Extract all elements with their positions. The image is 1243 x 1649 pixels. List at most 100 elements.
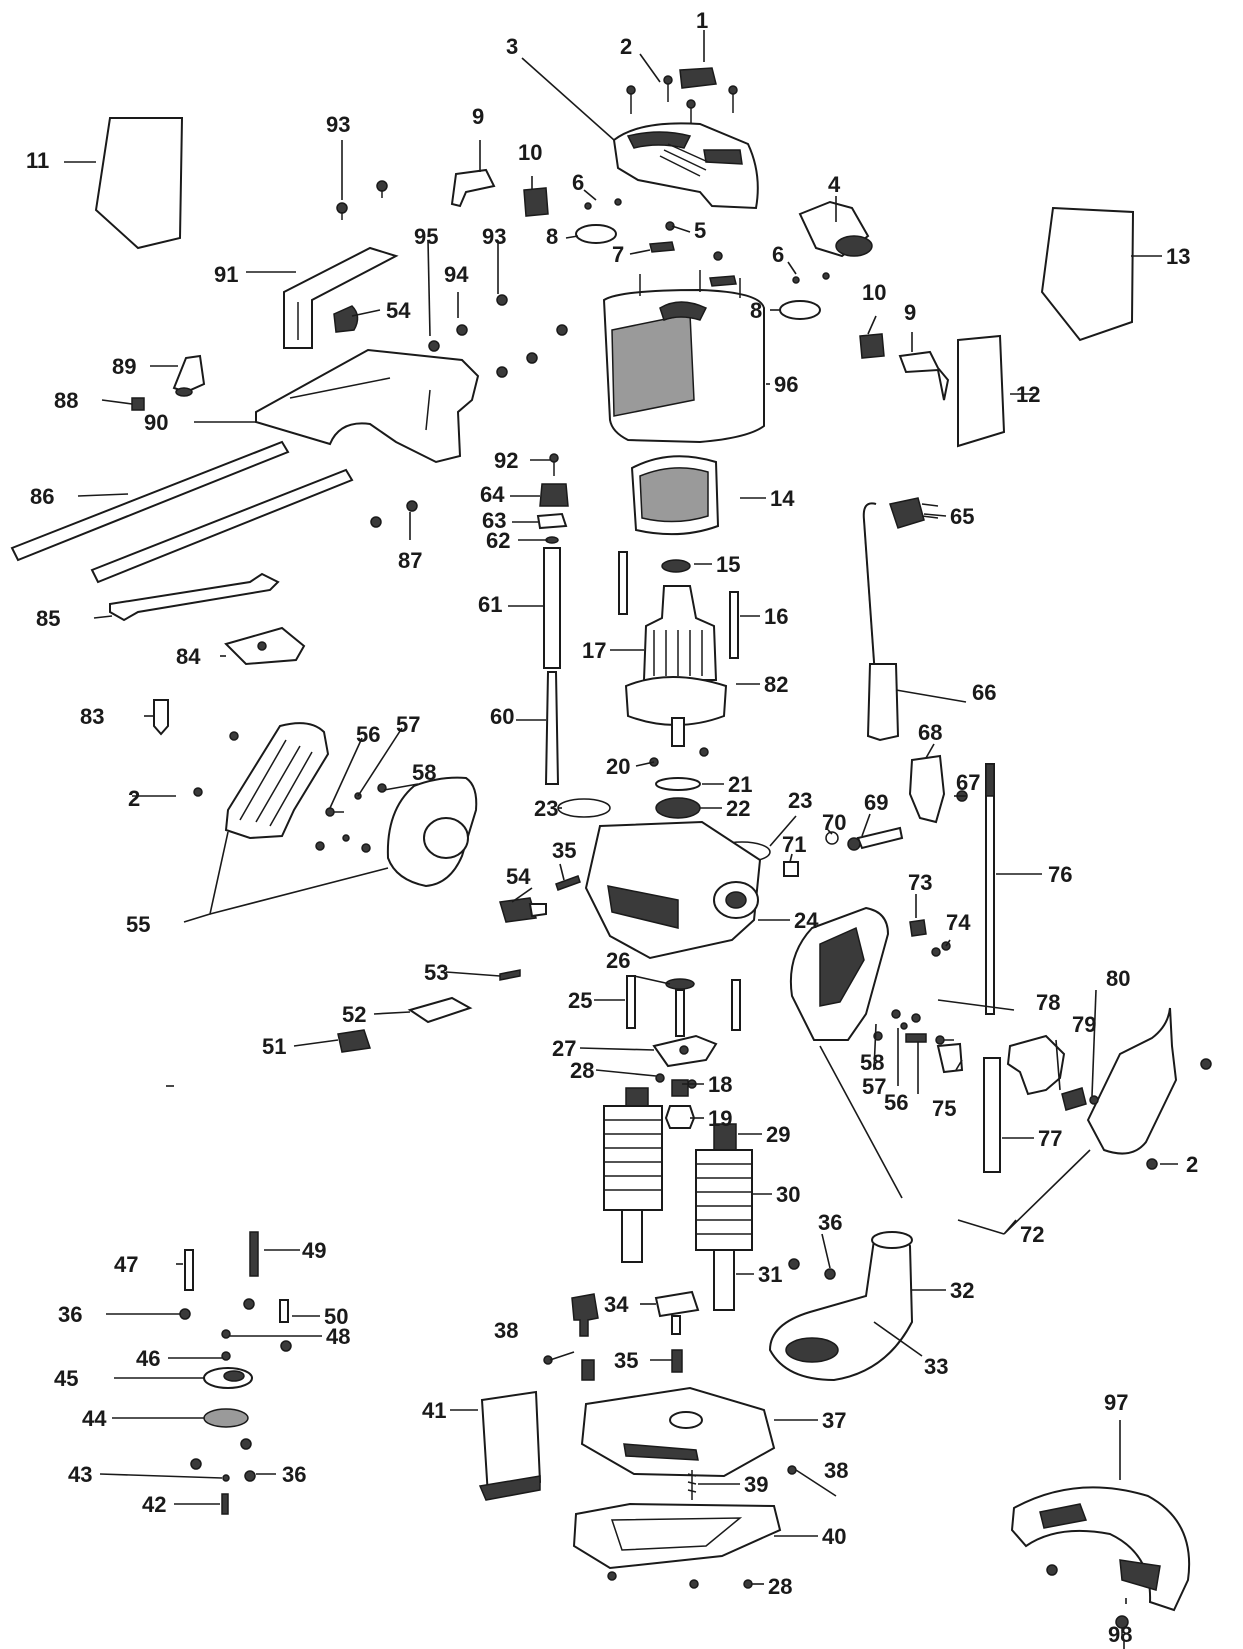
callout-36-left: 36: [58, 1302, 82, 1327]
part-clamp-63: [536, 512, 568, 530]
callout-16: 16: [764, 604, 788, 629]
callout-29: 29: [766, 1122, 790, 1147]
callout-25: 25: [568, 988, 592, 1013]
callout-51: 51: [262, 1034, 286, 1059]
callout-46: 46: [136, 1346, 160, 1371]
callout-12: 12: [1016, 382, 1040, 407]
callout-83: 83: [80, 704, 104, 729]
part-shield-13: [1040, 206, 1135, 342]
callout-47: 47: [114, 1252, 138, 1277]
callout-55: 55: [126, 912, 150, 937]
callout-74: 74: [946, 910, 971, 935]
callout-57-right: 57: [862, 1074, 886, 1099]
callout-27: 27: [552, 1036, 576, 1061]
part-drawings: [10, 67, 1212, 1638]
part-spring-left: [603, 1087, 663, 1263]
part-spring-49: [249, 1231, 259, 1277]
part-column-31: [713, 1249, 735, 1311]
part-chip-shield-97: [1010, 1486, 1191, 1612]
callout-5: 5: [694, 218, 706, 243]
part-disc-44: [203, 1408, 249, 1428]
part-nut-71: [783, 861, 799, 877]
callout-9-left: 9: [472, 104, 484, 129]
callout-44: 44: [82, 1406, 107, 1431]
callout-57-left: 57: [396, 712, 420, 737]
part-rod-86b: [90, 468, 354, 584]
part-screw-38b: [787, 1465, 797, 1475]
callout-9-right: 9: [904, 300, 916, 325]
part-armature-17: [642, 585, 718, 681]
callout-52: 52: [342, 1002, 366, 1027]
callout-89: 89: [112, 354, 136, 379]
part-ball-43: [222, 1474, 230, 1482]
callout-80: 80: [1106, 966, 1130, 991]
callout-87: 87: [398, 548, 422, 573]
callout-62: 62: [486, 528, 510, 553]
callout-88: 88: [54, 388, 78, 413]
part-pin-42: [221, 1493, 229, 1515]
part-clip-85: [109, 572, 280, 622]
callout-19: 19: [708, 1106, 732, 1131]
part-cap-1: [679, 67, 717, 89]
callout-65: 65: [950, 504, 974, 529]
part-sub-base-40: [572, 1502, 782, 1570]
part-trigger-78: [1006, 1034, 1066, 1096]
callout-38-right: 38: [824, 1458, 848, 1483]
callout-77: 77: [1038, 1126, 1062, 1151]
callout-93-left: 93: [326, 112, 350, 137]
callout-68: 68: [918, 720, 942, 745]
part-shield-11: [94, 117, 184, 250]
callout-26: 26: [606, 948, 630, 973]
callout-6-left: 6: [572, 170, 584, 195]
part-brush-holder-9a: [450, 168, 496, 208]
callout-97: 97: [1104, 1390, 1128, 1415]
part-motor-base-24: [584, 820, 762, 960]
part-ball-80: [1089, 1095, 1099, 1105]
callout-61: 61: [478, 592, 502, 617]
callout-35-bottom: 35: [614, 1348, 638, 1373]
callout-2-top: 2: [620, 34, 632, 59]
callout-69: 69: [864, 790, 888, 815]
callout-33: 33: [924, 1354, 948, 1379]
part-oring-23a: [557, 798, 611, 818]
callout-4: 4: [828, 172, 841, 197]
callout-39: 39: [744, 1472, 768, 1497]
part-column-60: [544, 671, 560, 785]
callout-53: 53: [424, 960, 448, 985]
part-knob-54b: [499, 897, 537, 923]
callout-54-top: 54: [386, 298, 411, 323]
part-plate-7: [649, 241, 675, 253]
callout-56-right: 56: [884, 1090, 908, 1115]
callout-86: 86: [30, 484, 54, 509]
callout-85: 85: [36, 606, 60, 631]
callout-66: 66: [972, 680, 996, 705]
part-pin-25a: [626, 975, 636, 1029]
part-handle-right-72b: [1086, 1007, 1178, 1155]
part-washer-46: [221, 1351, 231, 1361]
part-screw-35a: [555, 875, 581, 891]
callout-50: 50: [324, 1304, 348, 1329]
part-fan-82: [624, 676, 728, 726]
part-knob-34: [654, 1290, 700, 1318]
callout-96: 96: [774, 372, 798, 397]
part-rod-76: [985, 763, 995, 1015]
callout-95: 95: [414, 224, 438, 249]
callout-84: 84: [176, 644, 201, 669]
callout-15: 15: [716, 552, 740, 577]
part-screw-48: [221, 1329, 231, 1339]
part-plate-52: [407, 996, 473, 1024]
part-lever-34b: [571, 1293, 599, 1337]
part-pin-16b: [729, 591, 739, 659]
part-screws-2-top: [626, 75, 738, 128]
part-washer-70: [825, 831, 839, 845]
part-screw-6b: [614, 198, 622, 206]
part-brush-holder-9b: [898, 350, 950, 401]
callout-93-right: 93: [482, 224, 506, 249]
part-pin-83: [153, 699, 169, 736]
part-knob-54a: [333, 305, 359, 333]
callout-32: 32: [950, 1278, 974, 1303]
callout-35-mid: 35: [552, 838, 576, 863]
part-bearing-22: [655, 797, 701, 819]
callout-94: 94: [444, 262, 469, 287]
